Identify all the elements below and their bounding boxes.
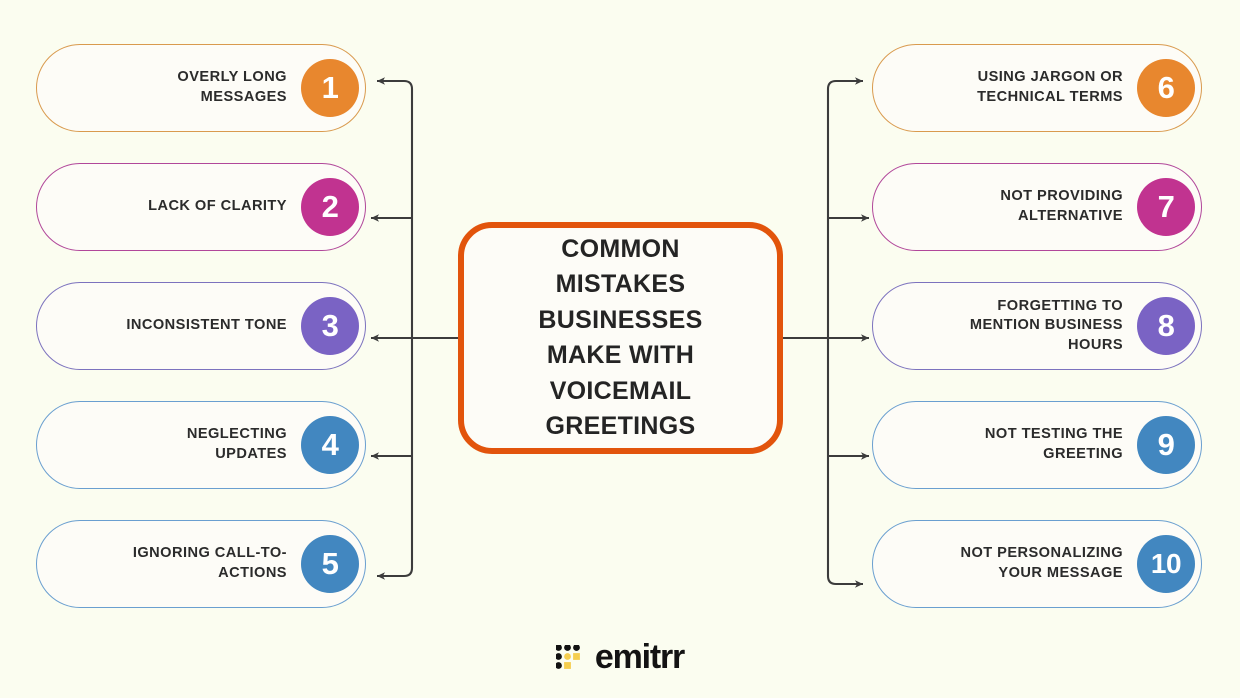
emitrr-mark-icon [555, 643, 586, 671]
list-item-number: 3 [301, 297, 359, 355]
list-item-number: 8 [1137, 297, 1195, 355]
list-item-number: 7 [1137, 178, 1195, 236]
left-items-column: OVERLY LONG MESSAGES 1 LACK OF CLARITY 2… [36, 44, 366, 608]
list-item-number: 10 [1137, 535, 1195, 593]
list-item[interactable]: NOT PERSONALIZING YOUR MESSAGE 10 [872, 520, 1202, 608]
list-item[interactable]: FORGETTING TO MENTION BUSINESS HOURS 8 [872, 282, 1202, 370]
list-item-label: NEGLECTING UPDATES [186, 426, 287, 462]
list-item-label: NOT PERSONALIZING YOUR MESSAGE [960, 545, 1123, 581]
list-item-label: NOT PROVIDING ALTERNATIVE [1000, 188, 1123, 224]
brand-logo: emitrr [0, 638, 1240, 677]
list-item[interactable]: NEGLECTING UPDATES 4 [36, 401, 366, 489]
list-item[interactable]: INCONSISTENT TONE 3 [36, 282, 366, 370]
list-item-number: 5 [301, 535, 359, 593]
list-item-number: 6 [1137, 59, 1195, 117]
right-branch-10 [826, 575, 863, 588]
left-branch-1 [377, 77, 414, 99]
list-item[interactable]: USING JARGON OR TECHNICAL TERMS 6 [872, 44, 1202, 132]
list-item-number: 2 [301, 178, 359, 236]
list-item[interactable]: IGNORING CALL-TO- ACTIONS 5 [36, 520, 366, 608]
list-item-label: IGNORING CALL-TO- ACTIONS [132, 545, 287, 581]
right-items-column: USING JARGON OR TECHNICAL TERMS 6 NOT PR… [872, 44, 1202, 608]
list-item-label: NOT TESTING THE GREETING [984, 426, 1123, 462]
list-item-number: 4 [301, 416, 359, 474]
list-item-label: LACK OF CLARITY [148, 198, 287, 215]
list-item[interactable]: LACK OF CLARITY 2 [36, 163, 366, 251]
list-item[interactable]: OVERLY LONG MESSAGES 1 [36, 44, 366, 132]
list-item[interactable]: NOT PROVIDING ALTERNATIVE 7 [872, 163, 1202, 251]
center-topic-card: COMMON MISTAKES BUSINESSES MAKE WITH VOI… [458, 222, 783, 454]
list-item-label: OVERLY LONG MESSAGES [177, 69, 287, 105]
page-title: COMMON MISTAKES BUSINESSES MAKE WITH VOI… [538, 234, 703, 441]
list-item-number: 9 [1137, 416, 1195, 474]
list-item-label: INCONSISTENT TONE [126, 317, 287, 334]
list-item-label: USING JARGON OR TECHNICAL TERMS [977, 69, 1123, 105]
left-branch-5 [377, 567, 414, 580]
list-item-label: FORGETTING TO MENTION BUSINESS HOURS [969, 297, 1123, 353]
list-item[interactable]: NOT TESTING THE GREETING 9 [872, 401, 1202, 489]
right-branch-6 [826, 77, 863, 99]
list-item-number: 1 [301, 59, 359, 117]
brand-name: emitrr [594, 638, 685, 676]
